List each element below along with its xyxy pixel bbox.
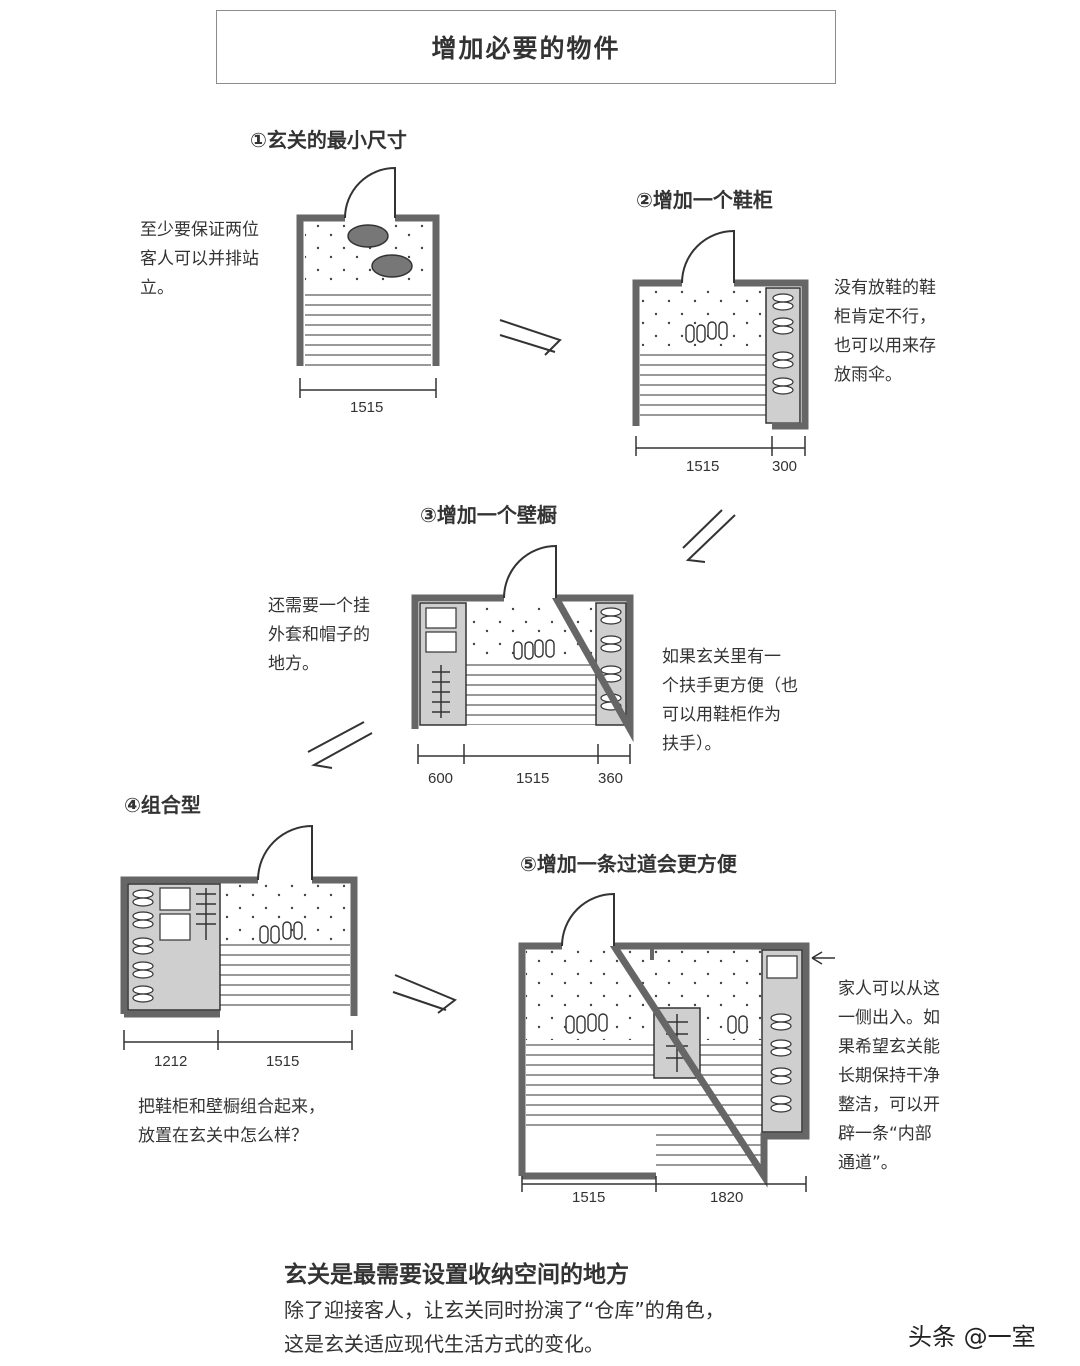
- note-line: 如果玄关里有一: [662, 647, 781, 667]
- dim-label: 1212: [154, 1053, 188, 1070]
- note-step-1: 至少要保证两位 客人可以并排站 立。: [140, 216, 259, 303]
- note-step-3-handrail: 如果玄关里有一 个扶手更方便（也 可以用鞋柜作为 扶手）。: [662, 643, 798, 759]
- plan-1: [296, 166, 440, 398]
- note-line: 一侧出入。如: [838, 1008, 940, 1028]
- footer-line: 除了迎接客人，让玄关同时扮演了“仓库”的角色，: [284, 1298, 725, 1322]
- note-line: 可以用鞋柜作为: [662, 705, 781, 725]
- note-line: 也可以用来存: [834, 336, 936, 356]
- arrow-icon: [392, 974, 457, 1014]
- note-line: 把鞋柜和壁橱组合起来，: [138, 1097, 325, 1117]
- note-line: 还需要一个挂: [268, 596, 370, 616]
- step-3-heading: ③增加一个壁橱: [420, 503, 557, 527]
- arrow-icon: [682, 509, 736, 563]
- note-line: 长期保持干净: [838, 1066, 940, 1086]
- visitor-icon: [347, 224, 413, 278]
- step-2-heading: ②增加一个鞋柜: [636, 188, 773, 212]
- step-1-heading: ①玄关的最小尺寸: [250, 128, 407, 152]
- note-step-5: 家人可以从这 一侧出入。如 果希望玄关能 长期保持干净 整洁，可以开 辟一条“内…: [838, 975, 940, 1178]
- page-title: 增加必要的物件: [216, 10, 836, 84]
- plan-4: [120, 824, 358, 1050]
- note-line: 辟一条“内部: [838, 1124, 932, 1144]
- note-line: 果希望玄关能: [838, 1037, 940, 1057]
- plan-2: [632, 229, 809, 456]
- step-5-heading: ⑤增加一条过道会更方便: [520, 852, 737, 876]
- note-line: 扶手）。: [662, 734, 722, 754]
- arrow-icon: [499, 319, 562, 356]
- note-step-3-coat: 还需要一个挂 外套和帽子的 地方。: [268, 592, 370, 679]
- note-line: 立。: [140, 278, 174, 298]
- note-line: 外套和帽子的: [268, 625, 370, 645]
- note-step-4: 把鞋柜和壁橱组合起来， 放置在玄关中怎么样？: [138, 1093, 325, 1151]
- dim-label: 1515: [266, 1053, 300, 1070]
- note-step-2: 没有放鞋的鞋 柜肯定不行， 也可以用来存 放雨伞。: [834, 274, 936, 390]
- note-line: 地方。: [268, 654, 319, 674]
- note-line: 客人可以并排站: [140, 249, 259, 269]
- footer-line: 这是玄关适应现代生活方式的变化。: [284, 1332, 604, 1356]
- plan-3: [411, 544, 634, 764]
- note-line: 个扶手更方便（也: [662, 676, 798, 696]
- dim-label: 1515: [516, 770, 550, 787]
- dim-label: 1515: [572, 1189, 606, 1206]
- note-line: 至少要保证两位: [140, 220, 259, 240]
- note-line: 家人可以从这: [838, 979, 940, 999]
- note-line: 放置在玄关中怎么样？: [138, 1126, 308, 1146]
- note-line: 柜肯定不行，: [834, 307, 936, 327]
- dim-label: 1820: [710, 1189, 744, 1206]
- footer-heading: 玄关是最需要设置收纳空间的地方: [284, 1262, 629, 1288]
- dim-label: 1515: [686, 458, 720, 475]
- arrow-icon: [307, 721, 373, 769]
- dim-label: 300: [772, 458, 798, 475]
- dim-label: 360: [598, 770, 624, 787]
- plan-5: [518, 892, 835, 1192]
- dim-label: 1515: [350, 399, 384, 416]
- step-4-heading: ④组合型: [124, 793, 201, 817]
- note-line: 通道”。: [838, 1153, 898, 1173]
- note-line: 整洁，可以开: [838, 1095, 940, 1115]
- note-line: 没有放鞋的鞋: [834, 278, 936, 298]
- watermark: 头条 @一室: [908, 1323, 1036, 1351]
- dim-label: 600: [428, 770, 454, 787]
- pointer-arrow-icon: [811, 951, 835, 965]
- note-line: 放雨伞。: [834, 365, 902, 385]
